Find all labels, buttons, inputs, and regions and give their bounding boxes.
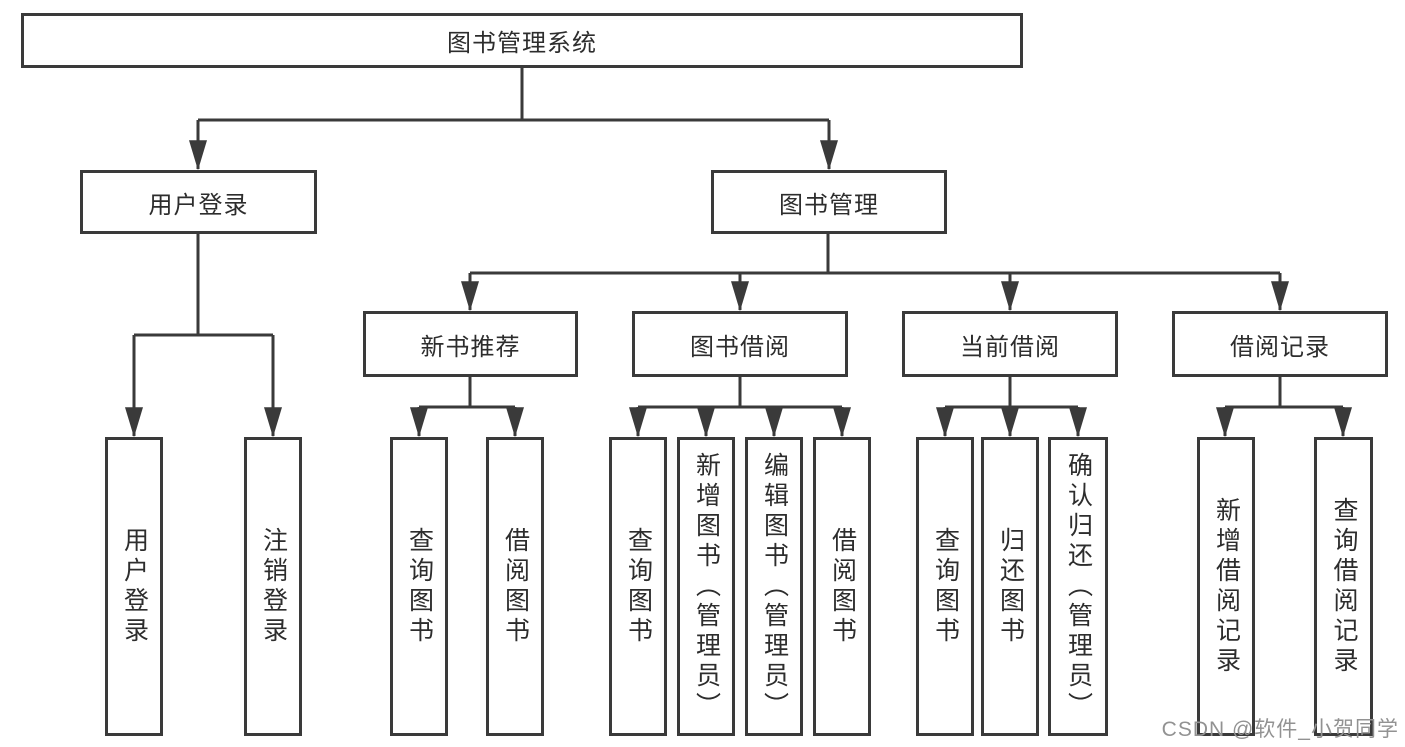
node-new-book-recommend: 新书推荐: [363, 311, 578, 377]
leaf-current-return-book: 归还图书: [981, 437, 1039, 736]
leaf-recommend-query-book: 查询图书: [390, 437, 448, 736]
node-book-management-label: 图书管理: [779, 191, 879, 219]
leaf-record-add-record-label: 新增借阅记录: [1212, 496, 1241, 677]
leaf-current-return-book-label: 归还图书: [996, 526, 1025, 647]
leaf-borrow-add-book-label: 新增图书（管理员）: [692, 451, 721, 722]
node-borrow-record-label: 借阅记录: [1230, 333, 1330, 361]
leaf-recommend-borrow-book: 借阅图书: [486, 437, 544, 736]
leaf-borrow-add-book: 新增图书（管理员）: [677, 437, 735, 736]
leaf-recommend-borrow-book-label: 借阅图书: [501, 526, 530, 647]
node-user-login: 用户登录: [80, 170, 317, 234]
leaf-current-query-book: 查询图书: [916, 437, 974, 736]
leaf-current-query-book-label: 查询图书: [931, 526, 960, 647]
node-book-borrow-label: 图书借阅: [690, 333, 790, 361]
leaf-borrow-query-book-label: 查询图书: [624, 526, 653, 647]
node-current-borrow-label: 当前借阅: [960, 333, 1060, 361]
leaf-borrow-query-book: 查询图书: [609, 437, 667, 736]
leaf-record-query-record: 查询借阅记录: [1314, 437, 1373, 736]
leaf-logout-label: 注销登录: [259, 526, 288, 647]
watermark: CSDN @软件_小贺同学: [1161, 718, 1399, 741]
leaf-record-query-record-label: 查询借阅记录: [1330, 496, 1358, 677]
leaf-borrow-edit-book-label: 编辑图书（管理员）: [760, 451, 789, 722]
leaf-record-add-record: 新增借阅记录: [1197, 437, 1255, 736]
leaf-borrow-borrow-book: 借阅图书: [813, 437, 871, 736]
leaf-borrow-borrow-book-label: 借阅图书: [828, 526, 857, 647]
node-root: 图书管理系统: [21, 13, 1023, 68]
node-user-login-label: 用户登录: [148, 191, 249, 219]
leaf-user-login: 用户登录: [105, 437, 163, 736]
node-current-borrow: 当前借阅: [902, 311, 1118, 377]
leaf-recommend-query-book-label: 查询图书: [405, 526, 434, 647]
node-book-management: 图书管理: [711, 170, 947, 234]
leaf-borrow-edit-book: 编辑图书（管理员）: [745, 437, 803, 736]
node-book-borrow: 图书借阅: [632, 311, 848, 377]
leaf-logout: 注销登录: [244, 437, 302, 736]
node-new-book-recommend-label: 新书推荐: [420, 333, 521, 361]
leaf-current-confirm-return-label: 确认归还（管理员）: [1064, 451, 1093, 722]
node-root-label: 图书管理系统: [447, 30, 597, 57]
leaf-user-login-label: 用户登录: [120, 526, 149, 647]
leaf-current-confirm-return: 确认归还（管理员）: [1048, 437, 1108, 736]
node-borrow-record: 借阅记录: [1172, 311, 1388, 377]
